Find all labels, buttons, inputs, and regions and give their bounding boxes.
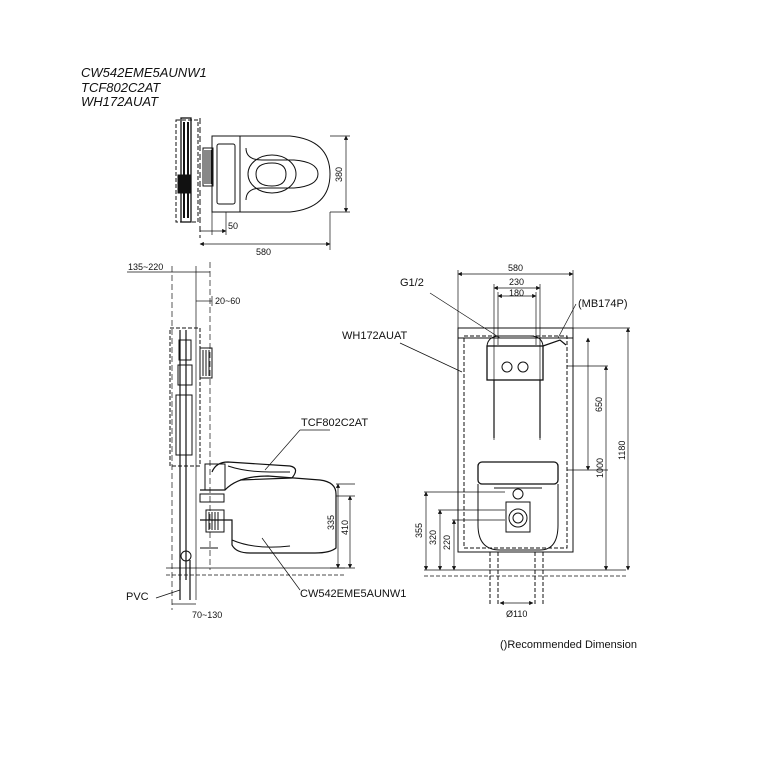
carrier-column [180,117,192,223]
frame-model-label: WH172AUAT [342,330,407,342]
model-list: CW542EME5AUNW1 TCF802C2AT WH172AUAT [81,65,207,110]
front-center-width-label: 180 [509,288,524,298]
pipe-diameter-label: Ø110 [506,609,527,619]
flush-plate [486,345,544,381]
seat-height-label: 410 [340,520,350,535]
bowl-side [200,475,337,554]
dim-1180-label: 1180 [617,441,627,460]
seat-front [477,461,559,485]
bowl-inner-top [247,154,297,194]
front-width-label: 580 [508,263,523,273]
wall-range-label: 20~60 [215,296,240,306]
model-name: CW542EME5AUNW1 [81,65,207,80]
bowl-model-label: CW542EME5AUNW1 [300,588,406,600]
top-depth-label: 380 [334,167,344,182]
dim-355-label: 355 [414,523,424,538]
actuator-block [177,174,191,194]
pvc-label: PVC [126,591,149,603]
dim-650-label: 650 [594,397,604,412]
front-inner-width-label: 230 [509,277,524,287]
seat-side [211,461,297,481]
top-view [175,117,350,250]
bottom-range-label: 70~130 [192,610,222,620]
front-view [399,270,631,606]
top-offset-label: 50 [228,221,238,231]
top-width-label: 580 [256,247,271,257]
plate-label: (MB174P) [578,298,628,310]
frame-range-label: 135~220 [128,262,163,272]
model-name: TCF802C2AT [81,79,161,95]
carrier-frame-side [169,327,201,467]
model-name: WH172AUAT [81,94,159,109]
inlet-label: G1/2 [400,277,424,289]
bowl-outline-top [240,135,331,213]
rim-height-label: 335 [326,515,336,530]
valve-ridges [199,347,213,379]
hose-block [202,147,214,187]
dim-220-label: 220 [442,535,452,550]
recommended-dimension-note: ()Recommended Dimension [500,639,637,651]
dim-320-label: 320 [428,530,438,545]
seat-housing-top [211,135,241,213]
dim-1000-label: 1000 [595,458,605,478]
bowl-front [477,484,559,551]
seat-model-label: TCF802C2AT [301,417,368,429]
carrier-frame-front [457,327,574,553]
side-view [127,262,355,610]
